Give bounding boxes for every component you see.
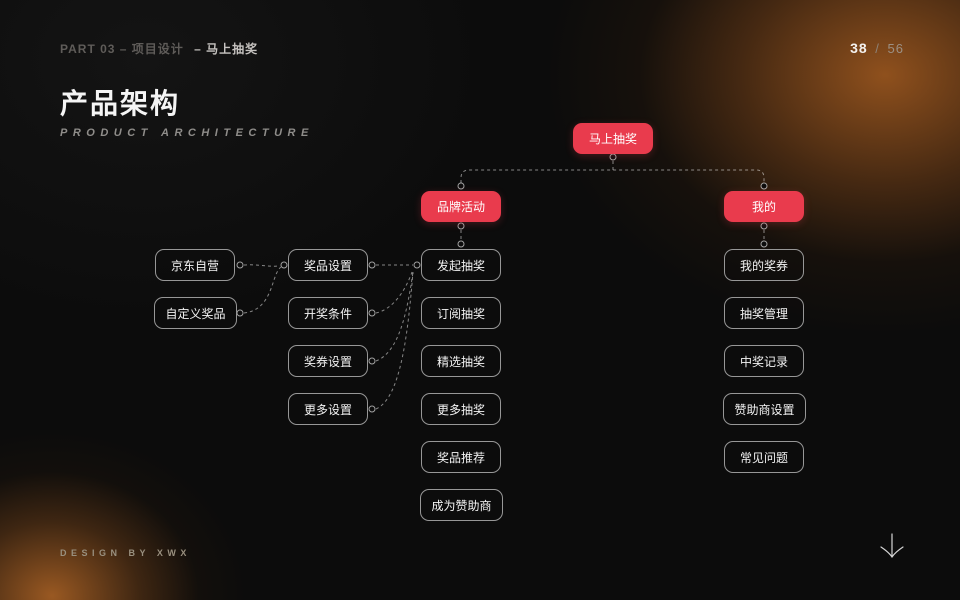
design-credit: DESIGN BY XWX — [60, 548, 191, 558]
node-label: 品牌活动 — [436, 200, 485, 214]
node-label: 更多设置 — [303, 402, 352, 417]
node-label: 我的奖券 — [739, 258, 788, 273]
node-lottery-manage: 抽奖管理 — [724, 297, 804, 329]
node-start-lottery: 发起抽奖 — [421, 249, 501, 281]
connector-root-branch — [460, 169, 765, 183]
connector-dot — [413, 261, 421, 269]
node-become-sponsor: 成为赞助商 — [420, 489, 503, 521]
node-prize-settings: 奖品设置 — [288, 249, 368, 281]
connector-dot — [609, 153, 617, 161]
connector-dot — [760, 182, 768, 190]
node-label: 抽奖管理 — [739, 306, 788, 321]
scroll-down-arrow-icon[interactable] — [872, 528, 912, 564]
connector-dot — [368, 405, 376, 413]
connector-dot — [760, 222, 768, 230]
node-label: 精选抽奖 — [436, 354, 485, 369]
node-label: 开奖条件 — [303, 306, 352, 321]
node-brand-activity: 品牌活动 — [421, 191, 501, 222]
connector-dot — [457, 222, 465, 230]
node-label: 成为赞助商 — [431, 498, 492, 513]
page-subtitle: PRODUCT ARCHITECTURE — [60, 127, 314, 140]
page-separator: / — [875, 41, 880, 56]
node-more-lottery: 更多抽奖 — [421, 393, 501, 425]
connector-dot — [280, 261, 288, 269]
page-title: 产品架构 — [60, 88, 181, 119]
connector-jd-to-prize-settings — [243, 264, 281, 267]
node-label: 赞助商设置 — [734, 402, 795, 417]
node-custom-prize: 自定义奖品 — [154, 297, 237, 329]
connector-more-settings-to-start — [375, 271, 414, 410]
connector-dot — [760, 240, 768, 248]
node-label: 我的 — [751, 200, 776, 214]
node-label: 奖品推荐 — [436, 450, 485, 465]
node-label: 中奖记录 — [739, 354, 788, 369]
connector-custom-to-prize-settings — [243, 266, 282, 314]
node-sponsor-settings: 赞助商设置 — [723, 393, 806, 425]
node-featured-lottery: 精选抽奖 — [421, 345, 501, 377]
node-ticket-settings: 奖券设置 — [288, 345, 368, 377]
node-label: 自定义奖品 — [165, 306, 226, 321]
page-indicator: 38 / 56 — [850, 40, 904, 56]
node-label: 常见问题 — [739, 450, 788, 465]
node-label: 更多抽奖 — [436, 402, 485, 417]
connector-dot — [236, 261, 244, 269]
connector-dot — [457, 182, 465, 190]
node-label: 马上抽奖 — [588, 132, 637, 146]
page-total: 56 — [887, 41, 904, 56]
node-label: 京东自营 — [170, 258, 219, 273]
node-label: 订阅抽奖 — [436, 306, 485, 321]
slide-header: PART 03 – 项目设计 – 马上抽奖 38 / 56 — [60, 40, 904, 57]
node-draw-conditions: 开奖条件 — [288, 297, 368, 329]
node-more-settings: 更多设置 — [288, 393, 368, 425]
node-label: 发起抽奖 — [436, 258, 485, 273]
node-prize-recommend: 奖品推荐 — [421, 441, 501, 473]
node-root-lottery: 马上抽奖 — [573, 123, 653, 154]
breadcrumb: PART 03 – 项目设计 – 马上抽奖 — [60, 40, 258, 57]
connector-dot — [236, 309, 244, 317]
connector-dot — [368, 309, 376, 317]
connector-dot — [457, 240, 465, 248]
connector-dots — [236, 153, 768, 413]
node-jd-self-operated: 京东自营 — [155, 249, 235, 281]
connector-dot — [368, 261, 376, 269]
node-mine: 我的 — [724, 191, 804, 222]
node-subscribe-lottery: 订阅抽奖 — [421, 297, 501, 329]
title-block: 产品架构 PRODUCT ARCHITECTURE — [60, 88, 314, 139]
connector-conditions-to-start — [375, 271, 413, 314]
breadcrumb-section: PART 03 – 项目设计 — [60, 42, 184, 56]
node-label: 奖券设置 — [303, 354, 352, 369]
node-win-records: 中奖记录 — [724, 345, 804, 377]
breadcrumb-topic: – 马上抽奖 — [194, 42, 259, 56]
node-faq: 常见问题 — [724, 441, 804, 473]
node-label: 奖品设置 — [303, 258, 352, 273]
node-my-tickets: 我的奖券 — [724, 249, 804, 281]
connector-dot — [368, 357, 376, 365]
connector-tickets-to-start — [375, 271, 414, 362]
page-current: 38 — [850, 40, 868, 56]
